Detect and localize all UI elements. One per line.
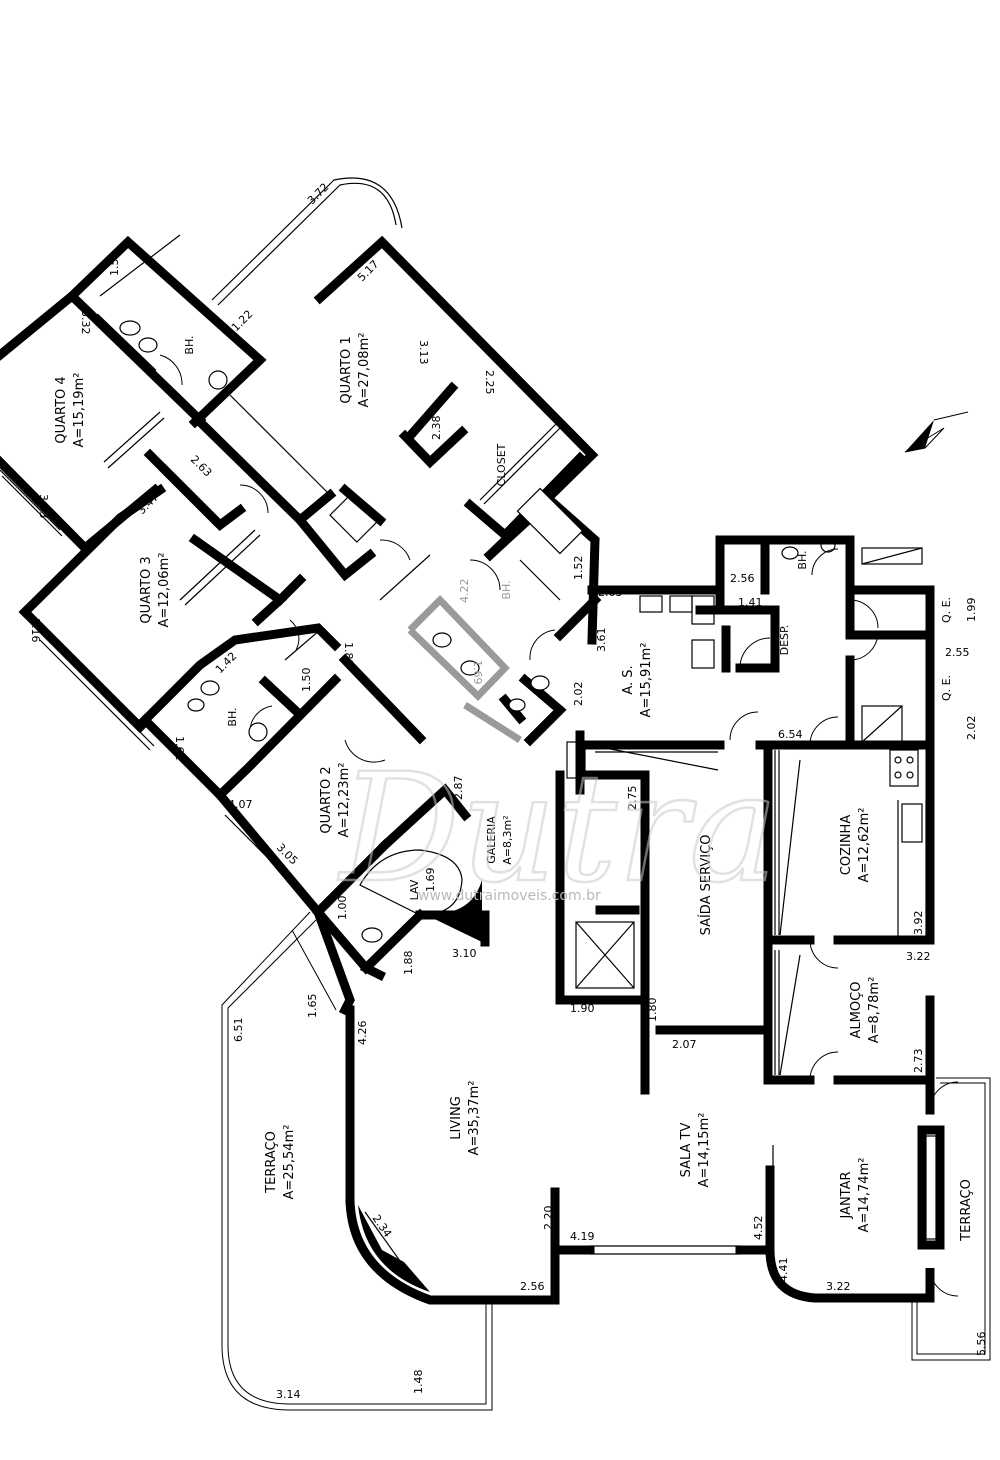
- dim-452: 4.52: [752, 1216, 765, 1241]
- dim-255: 2.55: [945, 646, 970, 659]
- dim-273: 2.73: [912, 1049, 925, 1074]
- label-bh-1: BH.: [183, 335, 196, 354]
- dim-190: 1.90: [570, 1002, 595, 1015]
- label-bh-3: BH.: [226, 707, 239, 726]
- label-living-area: A=35,37m²: [467, 1081, 482, 1156]
- dim-256a: 2.56: [730, 572, 755, 585]
- dim-155: 1.55: [108, 252, 121, 277]
- label-cozinha-area: A=12,62m²: [857, 808, 872, 883]
- dim-202a: 2.02: [572, 682, 585, 707]
- label-terraco-1-area: A=25,54m²: [282, 1125, 297, 1200]
- dim-441: 4.41: [777, 1258, 790, 1283]
- label-bh-2: BH.: [500, 580, 513, 599]
- dim-263a: 2.63: [188, 453, 215, 480]
- dim-169b: 1.69: [424, 868, 437, 893]
- label-qe-1: Q. E.: [940, 597, 953, 623]
- dim-148: 1.48: [412, 1370, 425, 1395]
- watermark: Dutra www.dutraimoveis.com.br: [336, 741, 780, 918]
- watermark-url: www.dutraimoveis.com.br: [418, 888, 601, 904]
- label-bh-4: BH.: [796, 550, 809, 569]
- dim-287: 2.87: [452, 776, 465, 801]
- dim-322b: 3.22: [826, 1280, 851, 1293]
- label-as-name: A. S.: [621, 665, 636, 694]
- label-desp: DESP.: [778, 625, 791, 656]
- social-wing-walls: [312, 849, 959, 1305]
- room-labels: QUARTO 1 A=27,08m² QUARTO 4 A=15,19m² QU…: [54, 333, 974, 1242]
- label-as-area: A=15,91m²: [639, 643, 654, 718]
- label-galeria-name: GALERIA: [485, 816, 498, 864]
- dim-332: 3.32: [79, 310, 92, 335]
- label-living-name: LIVING: [449, 1096, 464, 1140]
- label-terraco-1-name: TERRAÇO: [264, 1131, 279, 1194]
- dim-152: 1.52: [572, 556, 585, 581]
- dim-263b: 2.63: [598, 586, 623, 599]
- dim-392: 3.92: [912, 911, 925, 936]
- dim-651: 6.51: [232, 1018, 245, 1043]
- terrace-railings: [221, 911, 991, 1411]
- dim-165: 1.65: [306, 994, 319, 1019]
- label-quarto-4-area: A=15,19m²: [72, 373, 87, 448]
- dim-556: 5.56: [975, 1332, 988, 1357]
- service-wing-walls: [555, 535, 935, 1095]
- bedroom-wing-walls: [0, 177, 602, 982]
- label-lav: LAV: [408, 879, 421, 900]
- dim-654: 6.54: [778, 728, 803, 741]
- label-quarto-1-area: A=27,08m²: [357, 333, 372, 408]
- label-terraco-2: TERRAÇO: [959, 1179, 974, 1242]
- label-almoco-area: A=8,78m²: [867, 977, 882, 1044]
- label-quarto-4-name: QUARTO 4: [54, 376, 69, 443]
- dim-313: 3.13: [417, 340, 430, 365]
- dim-220: 2.20: [542, 1206, 555, 1231]
- label-quarto-3-name: QUARTO 3: [139, 556, 154, 623]
- dim-361: 3.61: [595, 628, 608, 653]
- dim-310: 3.10: [452, 947, 477, 960]
- label-quarto-3-area: A=12,06m²: [157, 553, 172, 628]
- dim-199: 1.99: [965, 598, 978, 623]
- wardrobe-details: [103, 354, 565, 763]
- dim-422: 4.22: [458, 579, 471, 604]
- watermark-logo: Dutra: [337, 742, 778, 916]
- dim-181: 1.81: [342, 642, 355, 667]
- dim-314: 3.14: [276, 1388, 301, 1401]
- north-arrow-icon: [904, 411, 969, 453]
- dim-180: 1.80: [646, 998, 659, 1023]
- dim-256b: 2.56: [520, 1280, 545, 1293]
- label-quarto-2-area: A=12,23m²: [337, 763, 352, 838]
- dim-238: 2.38: [430, 416, 443, 441]
- dim-202b: 2.02: [965, 716, 978, 741]
- label-sala-tv-area: A=14,15m²: [697, 1113, 712, 1188]
- label-qe-2: Q. E.: [940, 675, 953, 701]
- dim-426: 4.26: [356, 1021, 369, 1046]
- label-cozinha-name: COZINHA: [839, 815, 854, 876]
- dim-161: 1.61: [173, 736, 186, 761]
- dim-419: 4.19: [570, 1230, 595, 1243]
- dim-225: 2.25: [483, 370, 496, 395]
- label-jantar-name: JANTAR: [839, 1171, 854, 1219]
- dim-188: 1.88: [402, 951, 415, 976]
- label-jantar-area: A=14,74m²: [857, 1158, 872, 1233]
- dim-407: 4.07: [228, 798, 253, 811]
- dim-141: 1.41: [738, 596, 763, 609]
- dim-150: 1.50: [300, 668, 313, 693]
- dim-275: 2.75: [626, 786, 639, 811]
- label-almoco-name: ALMOÇO: [849, 982, 864, 1039]
- label-quarto-2-name: QUARTO 2: [319, 766, 334, 833]
- dim-100: 1.00: [336, 896, 349, 921]
- label-saida-servico: SAÍDA SERVIÇO: [698, 835, 714, 936]
- dim-322a: 3.22: [906, 950, 931, 963]
- dim-207: 2.07: [672, 1038, 697, 1051]
- label-quarto-1-name: QUARTO 1: [339, 336, 354, 403]
- dim-169a: 1.69: [471, 660, 484, 685]
- label-closet: CLOSET: [495, 443, 508, 486]
- label-sala-tv-name: SALA TV: [679, 1123, 694, 1178]
- dim-316: 3.16: [29, 618, 42, 643]
- dim-372: 3.72: [305, 181, 332, 208]
- dim-393: 3.93: [37, 494, 50, 519]
- dim-122: 1.22: [229, 308, 256, 335]
- label-galeria-area: A=8,3m²: [501, 815, 514, 864]
